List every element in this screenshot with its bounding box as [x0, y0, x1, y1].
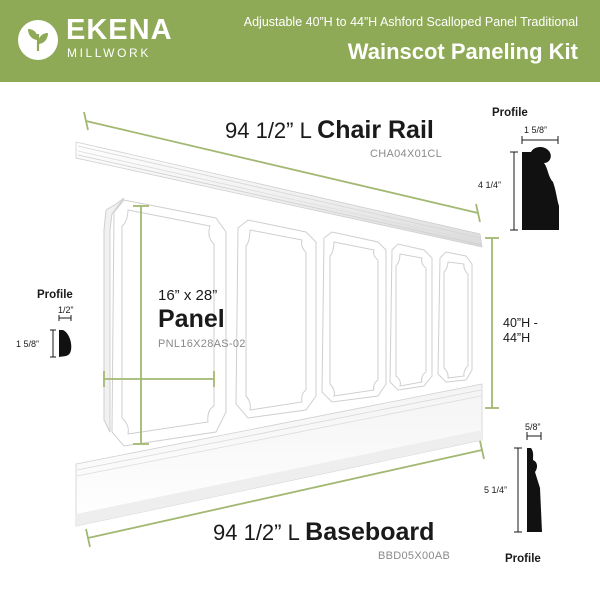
panel-2: [235, 219, 317, 419]
panel-3: [321, 231, 387, 403]
brand-subname: MILLWORK: [67, 46, 151, 60]
baseboard-length: 94 1/2” L: [213, 520, 300, 545]
panel-profile-title: Profile: [37, 289, 73, 301]
baseboard-profile-icon: [514, 432, 542, 533]
height-dimension-line: [485, 237, 499, 409]
header-subtitle: Adjustable 40”H to 44”H Ashford Scallope…: [243, 15, 578, 29]
panel-profile-icon: [50, 315, 72, 358]
chair-rail-profile-width: 1 5/8”: [524, 125, 548, 135]
baseboard-name: Baseboard: [305, 518, 435, 546]
panel-4: [389, 243, 433, 391]
chair-rail-length-line: [83, 111, 481, 223]
header-banner: EKENA MILLWORK Adjustable 40”H to 44”H A…: [0, 0, 600, 82]
panel-profile-width: 1/2”: [58, 305, 74, 315]
height-range-line1: 40”H -: [503, 316, 538, 330]
baseboard-code: BBD05X00AB: [378, 550, 451, 562]
baseboard-profile-title: Profile: [505, 553, 541, 565]
scalloped-panels: [103, 197, 473, 447]
baseboard-label: 94 1/2” L Baseboard: [213, 520, 434, 545]
panel-code: PNL16X28AS-02: [158, 338, 246, 350]
panel-name: Panel: [158, 305, 225, 333]
chair-rail-length: 94 1/2” L: [225, 118, 312, 143]
baseboard-profile-width: 5/8”: [525, 422, 541, 432]
chair-rail-code: CHA04X01CL: [370, 148, 443, 160]
height-range-label: 40”H - 44”H: [503, 316, 563, 346]
chair-rail-molding: [75, 141, 483, 248]
header-title: Wainscot Paneling Kit: [347, 39, 578, 64]
panel-1: [103, 197, 227, 447]
panel-size: 16” x 28”: [158, 287, 218, 304]
baseboard-molding: [75, 383, 483, 527]
baseboard-length-line: [85, 440, 485, 548]
chair-rail-label: 94 1/2” L Chair Rail: [225, 118, 434, 143]
panel-dimension-lines: [103, 205, 215, 445]
panel-profile-height: 1 5/8”: [16, 339, 40, 349]
brand-name: EKENA: [66, 14, 173, 46]
chair-rail-profile-title: Profile: [492, 107, 528, 119]
leaf-logo-icon: [18, 20, 58, 60]
panel-5: [437, 251, 473, 383]
chair-rail-profile-icon: [510, 136, 559, 231]
baseboard-profile-height: 5 1/4”: [484, 485, 508, 495]
chair-rail-profile-height: 4 1/4”: [478, 180, 502, 190]
chair-rail-name: Chair Rail: [317, 116, 434, 144]
height-range-line2: 44”H: [503, 331, 531, 345]
